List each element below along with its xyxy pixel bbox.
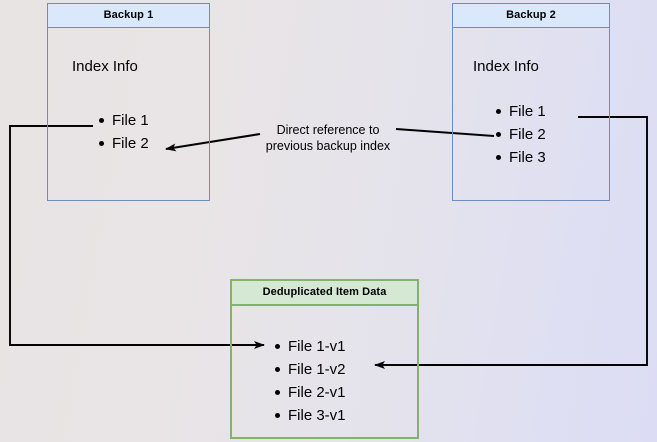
list-item: File 3 xyxy=(495,146,546,169)
backup-1-file-list: File 1 File 2 xyxy=(98,109,149,155)
node-backup-1[interactable]: Backup 1 Index Info File 1 File 2 xyxy=(47,3,210,201)
node-backup-1-body: Index Info File 1 File 2 xyxy=(48,28,209,200)
backup-2-file-list: File 1 File 2 File 3 xyxy=(495,100,546,169)
list-item: File 2-v1 xyxy=(274,381,346,404)
list-item: File 1 xyxy=(98,109,149,132)
backup-2-index-info-label: Index Info xyxy=(473,58,539,75)
node-backup-2-body: Index Info File 1 File 2 File 3 xyxy=(453,28,609,200)
edge-label-direct-reference: Direct reference to previous backup inde… xyxy=(248,122,408,154)
list-item: File 1-v1 xyxy=(274,335,346,358)
list-item: File 1 xyxy=(495,100,546,123)
list-item: File 2 xyxy=(495,123,546,146)
node-deduplicated-item-data-body: File 1-v1 File 1-v2 File 2-v1 File 3-v1 xyxy=(232,306,417,437)
node-deduplicated-item-data-title: Deduplicated Item Data xyxy=(232,281,417,306)
node-backup-2-title: Backup 2 xyxy=(453,4,609,28)
node-deduplicated-item-data[interactable]: Deduplicated Item Data File 1-v1 File 1-… xyxy=(230,279,419,439)
list-item: File 3-v1 xyxy=(274,404,346,427)
edge-label-line-1: Direct reference to xyxy=(276,123,380,137)
node-backup-2[interactable]: Backup 2 Index Info File 1 File 2 File 3 xyxy=(452,3,610,201)
backup-1-index-info-label: Index Info xyxy=(72,58,138,75)
dedup-file-list: File 1-v1 File 1-v2 File 2-v1 File 3-v1 xyxy=(274,335,346,427)
node-backup-1-title: Backup 1 xyxy=(48,4,209,28)
list-item: File 1-v2 xyxy=(274,358,346,381)
list-item: File 2 xyxy=(98,132,149,155)
edge-label-line-2: previous backup index xyxy=(265,139,391,153)
